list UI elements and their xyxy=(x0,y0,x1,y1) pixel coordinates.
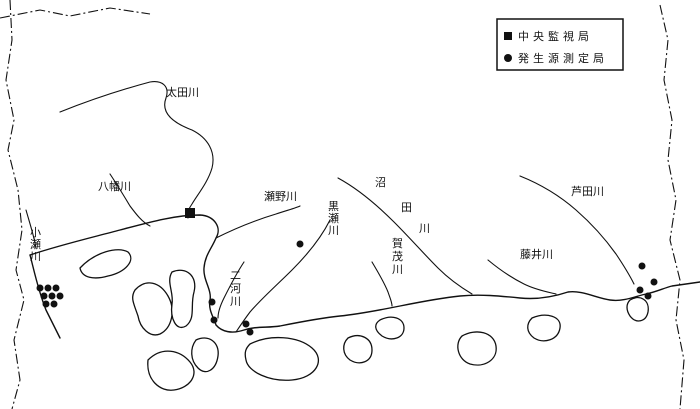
source-stations xyxy=(36,240,658,336)
nikawa-river-label: 二 河 川 xyxy=(230,269,241,308)
svg-text:小: 小 xyxy=(30,226,41,239)
svg-text:黒: 黒 xyxy=(328,200,339,213)
source-station xyxy=(296,240,304,248)
west-prefecture-border xyxy=(5,0,25,409)
source-station xyxy=(210,316,218,324)
source-station xyxy=(644,292,652,300)
source-station xyxy=(636,286,644,294)
source-station xyxy=(52,284,60,292)
kamo-river-label: 賀 茂 川 xyxy=(392,237,403,276)
island-miyajima xyxy=(79,249,132,279)
ashida-river-line xyxy=(519,175,635,285)
legend-box xyxy=(496,18,624,71)
source-station-legend-symbol xyxy=(504,54,512,62)
north-prefecture-border xyxy=(0,7,151,19)
svg-text:河: 河 xyxy=(230,282,241,295)
svg-text:川: 川 xyxy=(392,263,403,276)
island-south-3 xyxy=(244,336,319,381)
kurose-river-line xyxy=(235,219,331,333)
nuta-river-label: 沼 田 川 xyxy=(375,175,430,235)
svg-text:二: 二 xyxy=(230,269,241,282)
central-monitoring-station xyxy=(185,208,195,218)
coastline xyxy=(29,214,700,333)
svg-text:賀: 賀 xyxy=(392,237,403,250)
island-south-6 xyxy=(527,314,561,342)
source-station xyxy=(48,292,56,300)
segano-river-line xyxy=(215,205,301,239)
svg-text:川: 川 xyxy=(328,224,339,237)
island-etajima xyxy=(169,269,196,328)
svg-text:川: 川 xyxy=(230,295,241,308)
source-station xyxy=(40,292,48,300)
svg-text:川: 川 xyxy=(30,250,41,263)
source-station xyxy=(42,300,50,308)
svg-text:瀬: 瀬 xyxy=(30,237,41,251)
svg-text:田: 田 xyxy=(401,201,412,214)
yahata-river-label: 八幡川 xyxy=(98,179,131,193)
ota-river-line xyxy=(59,81,214,219)
legend-source-station-label: 発生源測定局 xyxy=(518,51,608,65)
source-station xyxy=(242,320,250,328)
svg-text:川: 川 xyxy=(419,222,430,235)
coastline-inner-bay xyxy=(29,254,61,339)
island-south-5 xyxy=(457,331,497,366)
svg-text:瀬: 瀬 xyxy=(328,211,339,225)
svg-text:沼: 沼 xyxy=(375,175,386,189)
kurose-river-label: 黒 瀬 川 xyxy=(328,200,339,237)
island-south-1 xyxy=(147,350,195,391)
nuta-river-line xyxy=(337,177,473,295)
ashida-river-label: 芦田川 xyxy=(571,185,604,198)
central-station-legend-symbol xyxy=(504,32,512,40)
fujii-river-line xyxy=(487,259,557,295)
island-kurahashi xyxy=(132,282,173,336)
kamo-river-line xyxy=(371,261,393,307)
legend: 中央監視局 発生源測定局 xyxy=(496,18,624,71)
ose-river-line xyxy=(25,209,37,249)
fujii-river-label: 藤井川 xyxy=(520,247,553,261)
source-station xyxy=(246,328,254,336)
island-east-1 xyxy=(626,297,649,322)
ose-river-label: 小 瀬 川 xyxy=(30,226,41,263)
segano-river-label: 瀬野川 xyxy=(264,189,297,203)
nikawa-river-line xyxy=(217,261,245,319)
island-south-2 xyxy=(191,337,219,373)
legend-central-station-label: 中央監視局 xyxy=(518,29,593,43)
island-south-7 xyxy=(375,316,405,340)
source-station xyxy=(208,298,216,306)
source-station xyxy=(638,262,646,270)
source-station xyxy=(56,292,64,300)
svg-text:茂: 茂 xyxy=(392,249,403,263)
ota-river-label: 太田川 xyxy=(166,86,199,99)
east-prefecture-border xyxy=(659,4,685,409)
source-station xyxy=(36,284,44,292)
island-south-4 xyxy=(343,335,373,364)
source-station xyxy=(44,284,52,292)
source-station xyxy=(50,300,58,308)
yahata-river-line xyxy=(109,173,151,227)
source-station xyxy=(650,278,658,286)
